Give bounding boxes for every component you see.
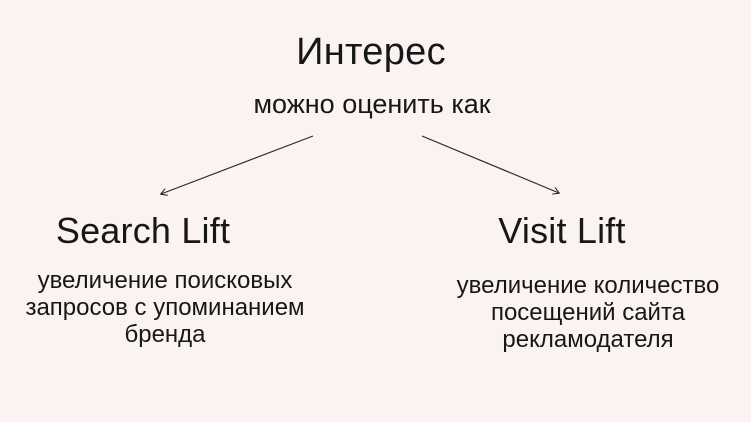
arrow-left-to-search-lift	[160, 135, 314, 196]
branch-description-visit-lift: увеличение количество посещений сайта ре…	[457, 272, 720, 353]
page-title: Интерес	[296, 31, 446, 73]
description-line: бренда	[124, 321, 206, 348]
description-line: увеличение поисковых	[37, 267, 293, 294]
branch-description-search-lift: увеличение поисковых запросов с упоминан…	[25, 267, 304, 348]
arrow-right-to-visit-lift	[421, 135, 560, 195]
description-line: увеличение количество	[456, 272, 720, 299]
description-line: посещений сайта	[490, 299, 686, 326]
subtitle: можно оценить как	[253, 89, 491, 119]
branch-heading-search-lift: Search Lift	[55, 210, 231, 251]
description-line: запросов с упоминанием	[25, 294, 305, 321]
branch-heading-visit-lift: Visit Lift	[498, 210, 626, 251]
description-line: рекламодателя	[502, 326, 674, 353]
